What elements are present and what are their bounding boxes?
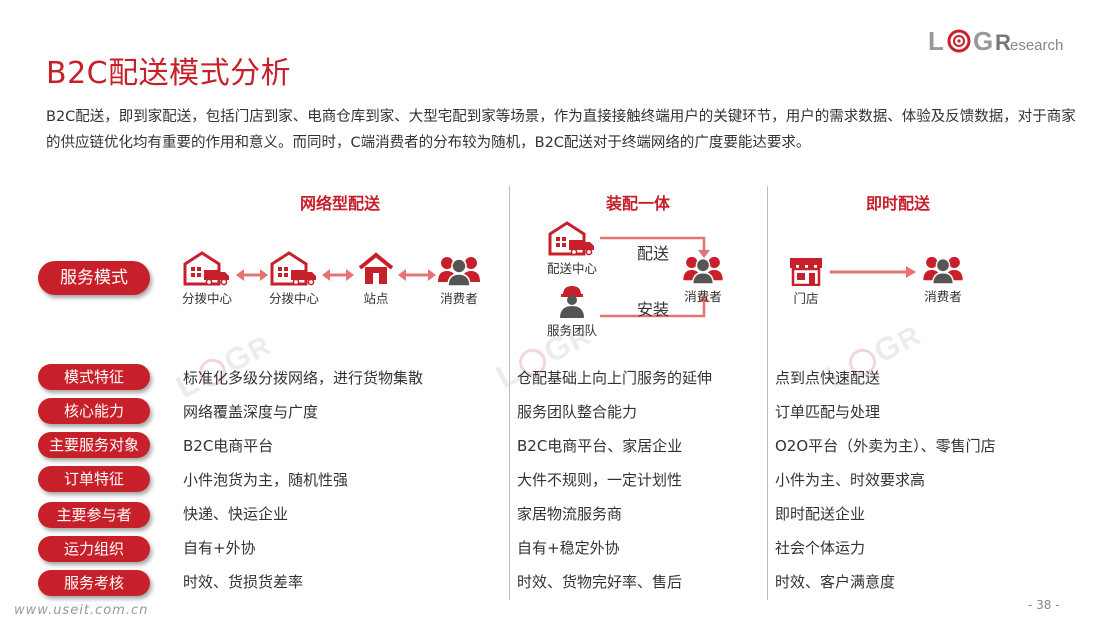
assembly-node-team: 服务团队 bbox=[538, 284, 606, 339]
cell-assembly: 服务团队整合能力 bbox=[517, 403, 638, 421]
double-arrow-icon bbox=[236, 269, 268, 281]
network-node-dc1: 分拨中心 bbox=[175, 250, 239, 307]
cell-instant: 订单匹配与处理 bbox=[775, 403, 881, 421]
cell-assembly: 大件不规则，一定计划性 bbox=[517, 471, 683, 489]
assembly-arrows bbox=[600, 236, 710, 318]
network-node-label: 消费者 bbox=[440, 291, 478, 306]
row-label-participants: 主要参与者 bbox=[38, 502, 150, 528]
logo-letter-r: R bbox=[995, 30, 1011, 55]
double-arrow-icon bbox=[322, 269, 354, 281]
warehouse-truck-icon bbox=[548, 221, 594, 256]
footer-url: www.useit.com.cn bbox=[14, 603, 149, 618]
instant-consumer-label: 消费者 bbox=[924, 289, 962, 304]
warehouse-truck-icon bbox=[183, 251, 229, 286]
intro-paragraph: B2C配送，即到家配送，包括门店到家、电商仓库到家、大型宅配到家等场景，作为直接… bbox=[46, 109, 1076, 151]
row-label-order-features: 订单特征 bbox=[38, 466, 150, 492]
cell-network: 时效、货损货差率 bbox=[183, 573, 304, 591]
row-label-service-mode: 服务模式 bbox=[38, 261, 150, 295]
network-node-station: 站点 bbox=[352, 252, 400, 307]
cell-network: 标准化多级分拨网络，进行货物集散 bbox=[183, 369, 424, 387]
column-heading-instant: 即时配送 bbox=[865, 194, 930, 213]
arrow-right-icon bbox=[830, 266, 916, 278]
cell-network: 小件泡货为主，随机性强 bbox=[183, 471, 349, 489]
instant-store-label: 门店 bbox=[793, 291, 819, 306]
logo-letter-g: G bbox=[973, 26, 993, 56]
watermark-logo: L G R bbox=[820, 283, 991, 402]
column-divider bbox=[767, 186, 768, 600]
assembly-node-dc: 配送中心 bbox=[538, 220, 606, 277]
page-title: B2C配送模式分析 bbox=[46, 56, 292, 91]
assembly-install-label: 安装 bbox=[637, 300, 670, 319]
cell-network: 快递、快运企业 bbox=[183, 505, 289, 523]
logo: L G R esearch bbox=[928, 26, 1078, 56]
row-label-capacity-org: 运力组织 bbox=[38, 536, 150, 562]
page-number: - 38 - bbox=[1028, 598, 1060, 612]
column-divider bbox=[509, 186, 510, 600]
row-label-service-assessment: 服务考核 bbox=[38, 570, 150, 596]
cell-assembly: 仓配基础上向上门服务的延伸 bbox=[517, 369, 713, 387]
consumers-icon bbox=[683, 256, 723, 284]
cell-instant: 时效、客户满意度 bbox=[775, 573, 896, 591]
cell-instant: 即时配送企业 bbox=[775, 505, 866, 523]
watermark-logo: L G R bbox=[170, 293, 341, 412]
network-node-label: 分拨中心 bbox=[181, 291, 232, 306]
consumers-icon bbox=[923, 256, 963, 284]
consumers-icon bbox=[438, 257, 480, 286]
cell-instant: 点到点快速配送 bbox=[775, 369, 881, 387]
cell-assembly: 家居物流服务商 bbox=[517, 505, 623, 523]
row-label-service-targets: 主要服务对象 bbox=[38, 432, 150, 458]
cell-assembly: 自有+稳定外协 bbox=[517, 539, 620, 557]
cell-network: B2C电商平台 bbox=[183, 437, 274, 455]
warehouse-truck-icon bbox=[270, 251, 316, 286]
row-label-mode-features: 模式特征 bbox=[38, 364, 150, 390]
assembly-dc-label: 配送中心 bbox=[546, 261, 597, 276]
row-label-core-capability: 核心能力 bbox=[38, 398, 150, 424]
double-arrow-icon bbox=[398, 269, 436, 281]
station-house-icon bbox=[358, 252, 394, 284]
cell-network: 网络覆盖深度与广度 bbox=[183, 403, 319, 421]
cell-network: 自有+外协 bbox=[183, 539, 256, 557]
instant-node-store: 门店 bbox=[786, 256, 826, 307]
worker-icon bbox=[560, 286, 584, 318]
network-node-label: 分拨中心 bbox=[268, 291, 319, 306]
logo-research-text: esearch bbox=[1010, 37, 1063, 54]
cell-instant: 小件为主、时效要求高 bbox=[775, 471, 926, 489]
network-node-label: 站点 bbox=[363, 291, 389, 306]
assembly-node-consumer: 消费者 bbox=[676, 254, 730, 305]
assembly-deliver-label: 配送 bbox=[637, 244, 670, 263]
cell-instant: O2O平台（外卖为主）、零售门店 bbox=[775, 437, 996, 455]
network-node-dc2: 分拨中心 bbox=[262, 250, 326, 307]
assembly-team-label: 服务团队 bbox=[546, 323, 597, 338]
store-icon bbox=[790, 258, 822, 286]
column-heading-assembly: 装配一体 bbox=[605, 194, 670, 213]
logo-letter-l: L bbox=[928, 26, 944, 56]
network-node-consumer: 消费者 bbox=[434, 254, 484, 307]
assembly-consumer-label: 消费者 bbox=[684, 289, 722, 304]
cell-assembly: B2C电商平台、家居企业 bbox=[517, 437, 683, 455]
instant-node-consumer: 消费者 bbox=[916, 254, 970, 305]
cell-assembly: 时效、货物完好率、售后 bbox=[517, 573, 683, 591]
column-heading-network: 网络型配送 bbox=[299, 194, 380, 213]
cell-instant: 社会个体运力 bbox=[775, 539, 866, 557]
